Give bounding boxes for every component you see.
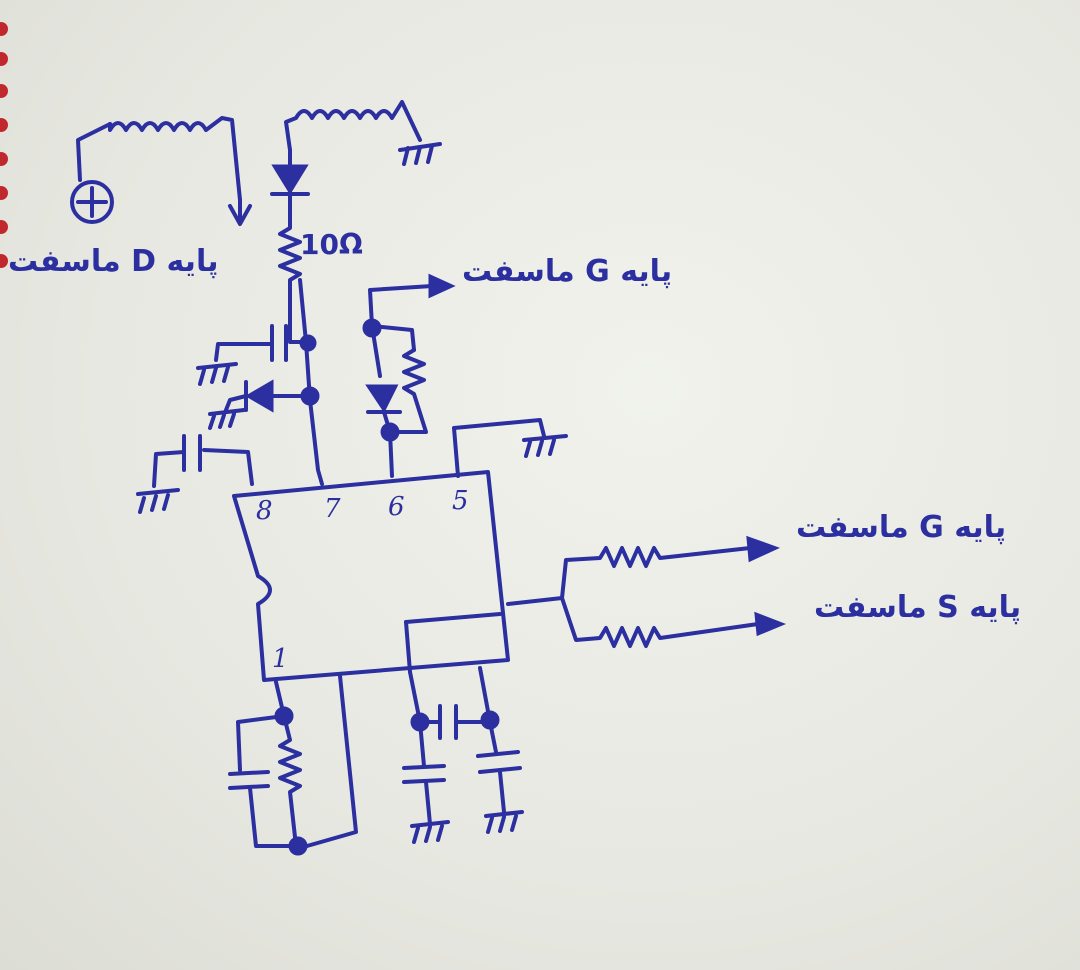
output-resistors bbox=[506, 535, 787, 648]
ic-pin-5-label: 5 bbox=[452, 486, 469, 516]
binding-hole bbox=[0, 254, 8, 268]
arrow-to-drain bbox=[228, 198, 252, 226]
source-pin-label-right: پایه S ماسفت bbox=[814, 590, 1022, 625]
ic-pin-6-label: 6 bbox=[388, 492, 405, 522]
pin7-wire bbox=[298, 278, 324, 486]
pin1-rc-network bbox=[228, 674, 358, 856]
binding-hole bbox=[0, 52, 8, 66]
primary-winding-left bbox=[76, 116, 242, 202]
binding-hole bbox=[0, 22, 8, 36]
voltage-source-symbol bbox=[70, 180, 114, 224]
capacitor-pin8 bbox=[136, 434, 254, 514]
pin5-ground bbox=[452, 418, 568, 478]
ic-pin-7-label: 7 bbox=[324, 494, 341, 524]
resistor-10-ohm bbox=[278, 198, 302, 342]
diode-top bbox=[270, 148, 310, 202]
gate-pin-label-top: پایه G ماسفت bbox=[462, 254, 673, 289]
gate-pin-label-right: پایه G ماسفت bbox=[796, 510, 1007, 545]
secondary-winding-right bbox=[284, 100, 442, 166]
ic-pin-1-label: 1 bbox=[272, 644, 289, 674]
resistor-value-label: 10Ω bbox=[300, 228, 363, 261]
ic-pin-8-label: 8 bbox=[256, 496, 273, 526]
gate-drive-network bbox=[362, 273, 456, 478]
binding-hole bbox=[0, 186, 8, 200]
binding-hole bbox=[0, 220, 8, 234]
zener-diode-pin7 bbox=[208, 379, 320, 430]
binding-hole bbox=[0, 84, 8, 98]
bottom-capacitors bbox=[402, 666, 524, 844]
binding-hole bbox=[0, 118, 8, 132]
drain-pin-label: پایه D ماسفت bbox=[8, 244, 219, 279]
capacitor-pin7-upper bbox=[196, 324, 317, 386]
ic-chip-body bbox=[232, 470, 510, 682]
notebook-binding bbox=[0, 0, 14, 970]
binding-hole bbox=[0, 152, 8, 166]
